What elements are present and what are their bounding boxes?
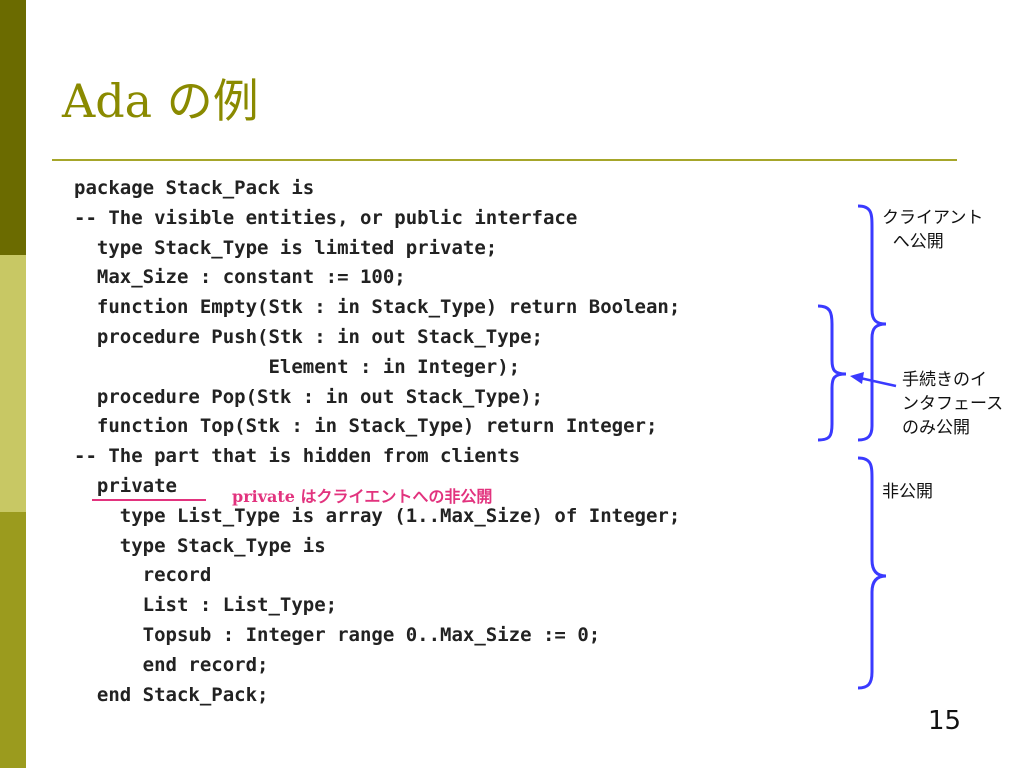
slide-title: Ada の例 xyxy=(62,74,259,128)
code-line: record xyxy=(74,564,212,587)
annotation-client-public: クライアント へ公開 xyxy=(882,208,984,252)
brace-procedure-interface xyxy=(817,304,847,442)
annotation-procedure-interface: 手続きのイ ンタフェース のみ公開 xyxy=(902,370,1004,438)
code-line: -- The visible entities, or public inter… xyxy=(74,206,578,229)
code-line: Topsub : Integer range 0..Max_Size := 0; xyxy=(74,623,601,646)
code-line: type Stack_Type is limited private; xyxy=(74,236,498,259)
code-line: procedure Pop(Stk : in out Stack_Type); xyxy=(74,385,543,408)
code-line: function Empty(Stk : in Stack_Type) retu… xyxy=(74,296,681,319)
code-line: end Stack_Pack; xyxy=(74,683,269,706)
decorative-stripe-middle xyxy=(0,255,26,512)
code-line: function Top(Stk : in Stack_Type) return… xyxy=(74,415,658,438)
code-line: List : List_Type; xyxy=(74,594,338,617)
private-underline xyxy=(92,499,206,501)
code-block: package Stack_Pack is -- The visible enti… xyxy=(74,174,680,710)
arrow-line xyxy=(859,376,897,388)
code-line: Element : in Integer); xyxy=(74,355,521,378)
annotation-non-public: 非公開 xyxy=(882,482,933,502)
code-line: package Stack_Pack is xyxy=(74,177,315,199)
code-line: procedure Push(Stk : in out Stack_Type; xyxy=(74,325,543,348)
title-divider xyxy=(52,159,957,161)
decorative-stripe-top xyxy=(0,0,26,255)
code-line: -- The part that is hidden from clients xyxy=(74,445,521,468)
code-line: end record; xyxy=(74,653,269,676)
private-note: private はクライエントへの非公開 xyxy=(232,487,493,506)
page-number: 15 xyxy=(928,706,962,736)
code-line: private xyxy=(74,474,177,497)
arrow-head xyxy=(850,372,864,384)
code-line: Max_Size : constant := 100; xyxy=(74,266,406,289)
code-line: type Stack_Type is xyxy=(74,534,326,557)
decorative-stripe-bottom xyxy=(0,512,26,768)
code-line: type List_Type is array (1..Max_Size) of… xyxy=(74,504,681,527)
